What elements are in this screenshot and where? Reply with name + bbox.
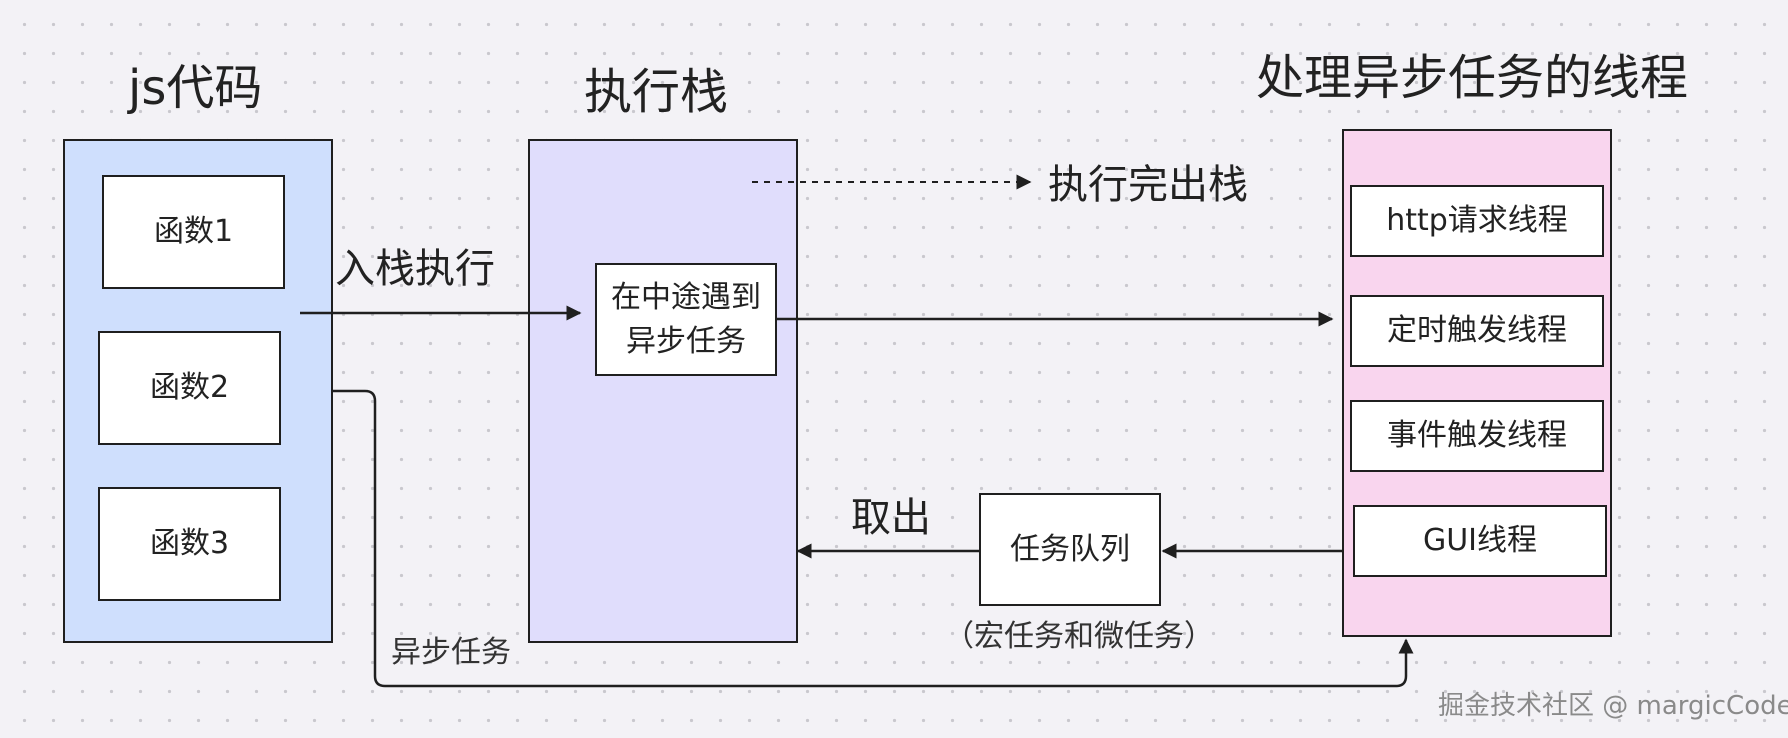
js-code-heading: js代码 xyxy=(128,60,263,116)
thread-http: http请求线程 xyxy=(1350,185,1604,257)
exec-stack-panel xyxy=(528,139,798,643)
macro-micro-label: （宏任务和微任务） xyxy=(944,619,1214,654)
thread-timer: 定时触发线程 xyxy=(1350,295,1604,367)
pop-after-exec-label: 执行完出栈 xyxy=(1048,162,1248,208)
function-box-2: 函数2 xyxy=(98,331,281,445)
watermark: 掘金技术社区 @ margicCode xyxy=(1438,691,1788,721)
take-out-label: 取出 xyxy=(851,495,931,541)
thread-gui: GUI线程 xyxy=(1353,505,1607,577)
exec-stack-heading: 执行栈 xyxy=(584,64,729,120)
thread-event: 事件触发线程 xyxy=(1350,400,1604,472)
async-task-arrow xyxy=(333,389,1414,688)
async-task-label: 异步任务 xyxy=(391,635,511,670)
async-threads-heading: 处理异步任务的线程 xyxy=(1256,50,1689,106)
function-box-1: 函数1 xyxy=(102,175,285,289)
push-execute-label: 入栈执行 xyxy=(335,246,495,292)
encounter-async-box: 在中途遇到 异步任务 xyxy=(595,263,777,376)
task-queue-box: 任务队列 xyxy=(979,493,1161,606)
function-box-3: 函数3 xyxy=(98,487,281,601)
